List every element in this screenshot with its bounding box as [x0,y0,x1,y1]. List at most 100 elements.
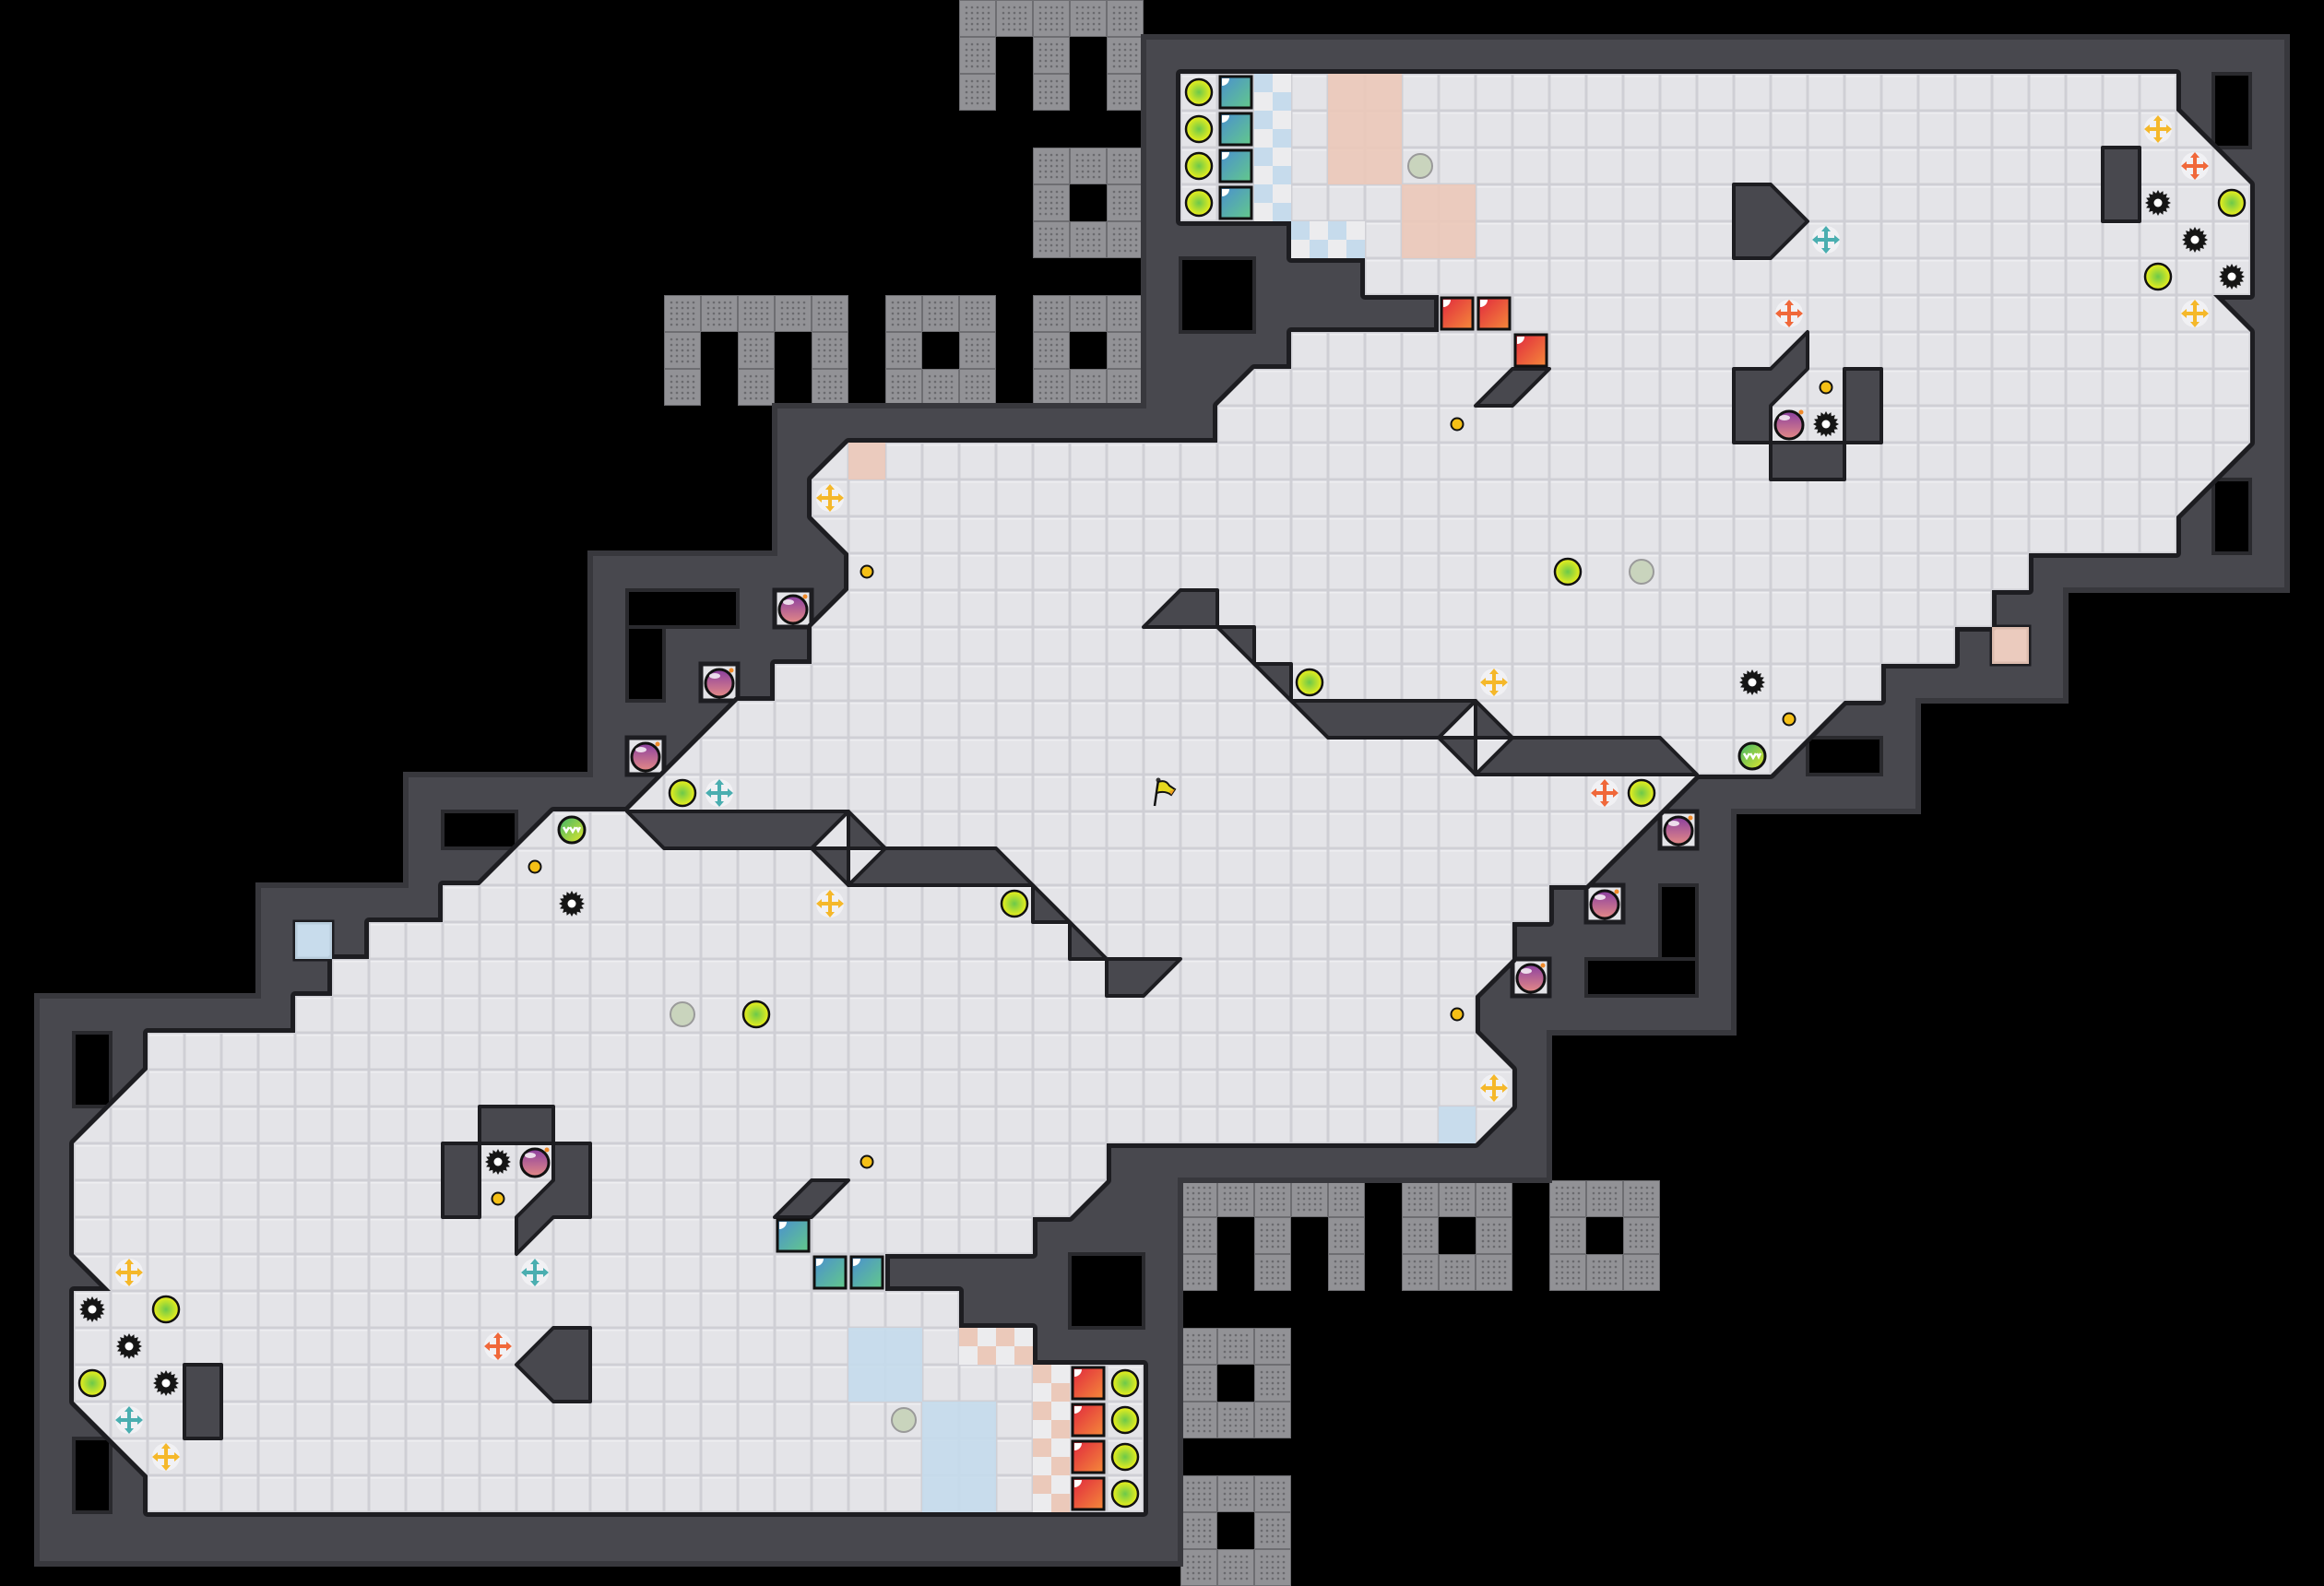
peach-tile [848,443,885,479]
wall-hole [1584,957,1699,998]
red-block-icon [1071,1476,1106,1511]
letter-tile [1402,1217,1439,1254]
lime-ball-icon [1000,889,1029,918]
letter-tile [1623,1217,1660,1254]
wall-obstacle [1105,957,1182,998]
letter-tile [664,369,701,406]
lime-ball-icon [1110,1405,1140,1435]
letter-tile [885,295,922,332]
wall-hole [625,588,740,629]
letter-tile [1180,1402,1217,1438]
letter-tile [1254,1254,1291,1291]
yellow-move-arrows-icon [152,1443,180,1471]
ghost-ball-icon [670,1001,695,1027]
wall-obstacle [478,1105,555,1145]
letter-tile [1254,1217,1291,1254]
wall-obstacle [1068,920,1109,961]
peach-checker-tile [996,1328,1033,1365]
teal-block-icon [1218,185,1253,220]
wall-obstacle [2101,146,2141,223]
letter-tile [1180,1512,1217,1549]
ice-tile [295,922,332,959]
letter-tile [959,295,996,332]
wall-hole [1068,1252,1145,1330]
letter-tile [885,332,922,369]
goal-flag-icon [1153,777,1177,807]
bomb-orb-icon [777,594,809,625]
orange-move-arrows-icon [484,1332,512,1360]
letter-tile [1254,1180,1291,1217]
letter-tile [1254,1365,1291,1402]
wall-obstacle [1732,183,1809,260]
letter-tile [1254,1328,1291,1365]
peach-zone [1402,184,1476,258]
entity-layer [77,75,2247,1511]
coin-icon [860,1154,874,1169]
lime-ball-icon [77,1368,107,1398]
wall-obstacle [1474,699,1514,740]
coin-icon [1450,1007,1464,1022]
wall-hole [625,625,666,703]
bomb-orb-icon [1515,963,1547,994]
gear-icon [2182,227,2208,253]
wall-obstacle [1843,367,1883,444]
letter-tile [1439,1254,1476,1291]
letter-tile [812,369,848,406]
letter-tile [1070,369,1107,406]
lime-ball-icon [1110,1442,1140,1472]
letter-tile [775,295,812,332]
letter-tile [1033,0,1070,37]
bomb-orb-icon [1589,889,1620,920]
red-block-icon [1071,1439,1106,1474]
bomb-orb-icon [704,668,735,699]
ghost-ball-icon [891,1407,917,1433]
coin-icon [1450,417,1464,432]
floor [74,74,2250,1512]
ghost-ball-icon [1629,559,1654,585]
letter-tile [1107,148,1144,184]
letter-tile [1180,1217,1217,1254]
letter-tile [1586,1180,1623,1217]
ice-checker-tile [1254,148,1291,184]
coin-icon [491,1191,505,1206]
orange-move-arrows-icon [1775,300,1803,327]
wall-obstacle [1215,625,1256,666]
speed-orb-icon [557,815,587,845]
letter-tile [959,74,996,111]
gear-icon [485,1149,511,1175]
teal-block-icon [1218,112,1253,147]
ice-zone [922,1402,996,1512]
bomb-orb-icon [1773,409,1805,441]
letter-tile [1291,1180,1328,1217]
wall-hole [1658,883,1699,961]
gear-icon [116,1333,142,1359]
gear-icon [79,1296,105,1322]
wall-obstacle [1031,883,1072,924]
red-block-icon [1440,296,1475,331]
wall-hole [441,810,518,850]
letter-tile [812,295,848,332]
letter-tile [738,332,775,369]
floor-layer [69,69,2255,1517]
gear-icon [559,891,585,917]
letter-tile [1107,74,1144,111]
lime-ball-icon [1553,557,1583,586]
letter-tile [664,295,701,332]
bomb-orb-icon [1663,815,1694,846]
letter-tile [1402,1180,1439,1217]
yellow-move-arrows-icon [2181,300,2209,327]
letter-tile [1328,1180,1365,1217]
ice-checker-tile [1254,184,1291,221]
orange-move-arrows-icon [1591,779,1618,807]
letter-tile [738,295,775,332]
gear-icon [2219,264,2245,290]
letter-tile [1033,37,1070,74]
lime-ball-icon [1627,778,1656,808]
letter-tile [1180,1549,1217,1586]
letter-tile [1033,332,1070,369]
red-block-icon [1476,296,1512,331]
decorative-letter-tiles [664,0,1660,1586]
peach-checker-tile [1033,1475,1070,1512]
lime-ball-icon [1184,77,1214,107]
letter-tile [1476,1180,1512,1217]
